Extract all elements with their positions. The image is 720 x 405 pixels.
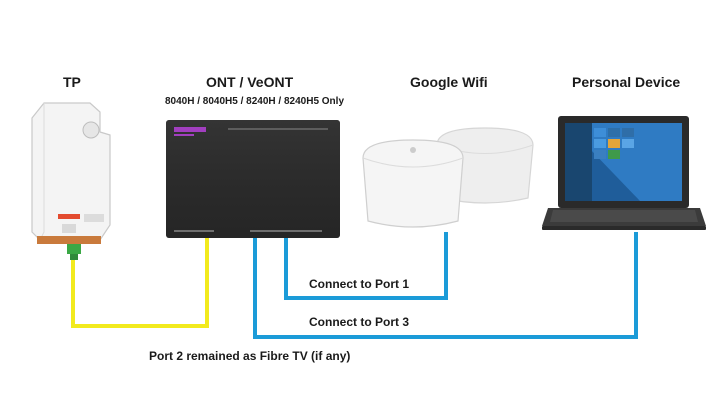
google-wifi-device (362, 127, 534, 228)
ont-models: 8040H / 8040H5 / 8240H / 8240H5 Only (165, 96, 345, 107)
google-wifi-title: Google Wifi (410, 74, 488, 90)
laptop-device (542, 116, 706, 230)
fibre-cable (71, 237, 209, 328)
tp-device (31, 102, 111, 260)
personal-device-title: Personal Device (572, 74, 681, 90)
port1-cable (284, 232, 448, 300)
ont-title: ONT / VeONT (206, 74, 294, 90)
port2-fibre-tv-label: Port 2 remained as Fibre TV (if any) (149, 349, 351, 363)
connect-port3-label: Connect to Port 3 (309, 315, 410, 329)
ont-device (166, 120, 340, 238)
tp-title: TP (63, 74, 81, 90)
connect-port1-label: Connect to Port 1 (309, 277, 410, 291)
port3-cable (253, 232, 638, 339)
